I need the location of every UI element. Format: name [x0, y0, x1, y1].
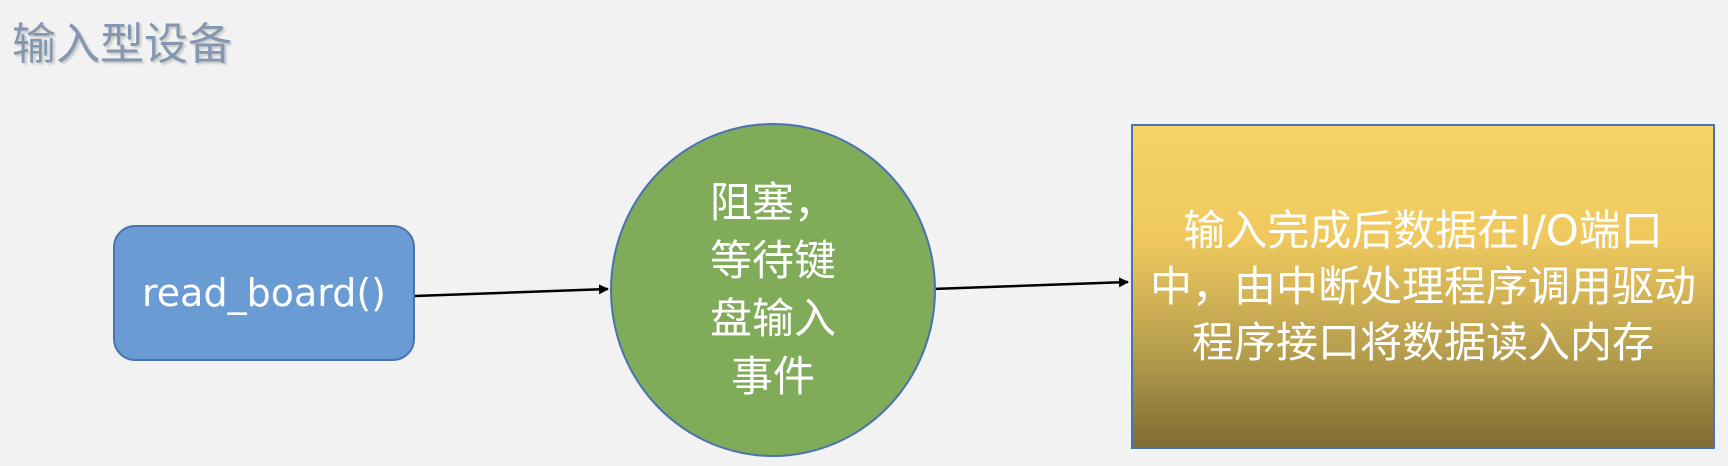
arrow-call-to-wait [414, 284, 609, 298]
call-node: read_board() [113, 225, 415, 361]
wait-node-label: 阻塞，等待键盘输入事件 [709, 178, 836, 401]
arrow-wait-to-result [931, 277, 1129, 291]
result-node-label: 输入完成后数据在I/O端口中，由中断处理程序调用驱动程序接口将数据读入内存 [1149, 205, 1696, 367]
result-node: 输入完成后数据在I/O端口中，由中断处理程序调用驱动程序接口将数据读入内存 [1131, 124, 1715, 449]
call-node-label: read_board() [142, 271, 386, 315]
slide-title: 输入型设备 [12, 19, 232, 70]
wait-node: 阻塞，等待键盘输入事件 [610, 123, 936, 457]
